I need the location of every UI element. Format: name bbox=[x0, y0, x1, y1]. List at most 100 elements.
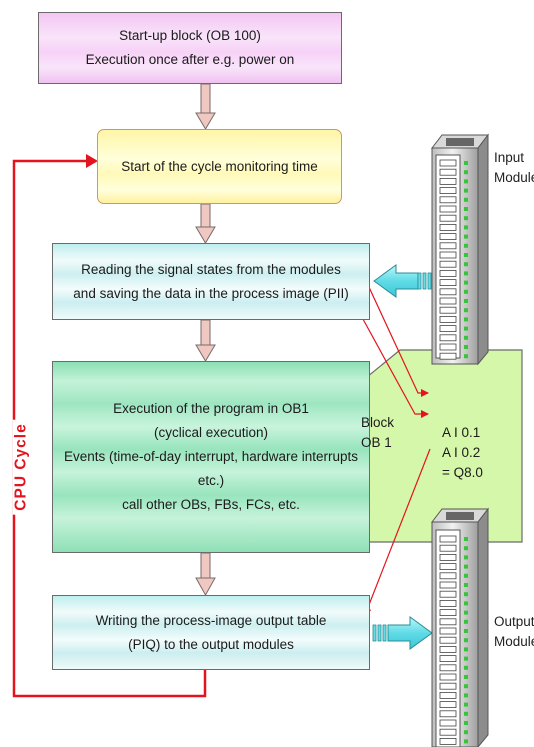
module-led bbox=[464, 207, 468, 211]
module-terminal bbox=[439, 554, 457, 561]
ob1-statement-list: A I 0.1 A I 0.2 = Q8.0 bbox=[442, 423, 483, 483]
output-module-icon bbox=[430, 507, 490, 747]
module-led bbox=[464, 583, 468, 587]
flow-arrow-1 bbox=[195, 83, 216, 130]
module-led bbox=[464, 170, 468, 175]
module-led bbox=[464, 326, 468, 331]
module-terminal bbox=[439, 646, 457, 653]
module-led bbox=[464, 675, 468, 679]
module-terminal bbox=[439, 636, 457, 644]
flow-arrow-2 bbox=[195, 203, 216, 244]
signal-link-input bbox=[357, 284, 429, 418]
module-led bbox=[464, 262, 468, 267]
module-terminal bbox=[439, 728, 457, 736]
module-led bbox=[464, 721, 468, 725]
startup-block-description: Execution once after e.g. power on bbox=[85, 52, 295, 67]
module-terminal bbox=[439, 242, 457, 250]
module-terminal bbox=[439, 260, 457, 268]
module-led bbox=[464, 739, 468, 744]
module-led bbox=[464, 345, 468, 349]
module-led bbox=[464, 546, 468, 551]
module-led bbox=[464, 656, 468, 661]
execute-ob1-block: Execution of the program in OB1 (cyclica… bbox=[52, 361, 370, 553]
module-terminal bbox=[439, 535, 457, 543]
module-terminal bbox=[439, 581, 457, 589]
module-led bbox=[464, 711, 468, 716]
module-led bbox=[464, 555, 468, 560]
module-terminal bbox=[439, 306, 457, 314]
startup-block-title: Start-up block (OB 100) bbox=[119, 28, 261, 43]
module-led bbox=[464, 564, 468, 569]
module-led bbox=[464, 573, 468, 578]
module-terminal bbox=[439, 315, 457, 323]
module-led bbox=[464, 289, 468, 294]
input-transfer-arrow bbox=[373, 264, 432, 298]
module-terminal bbox=[439, 297, 457, 305]
module-led bbox=[464, 684, 468, 689]
module-led bbox=[464, 299, 468, 303]
write-outputs-block: Writing the process-image output table (… bbox=[52, 595, 370, 670]
module-terminal bbox=[439, 205, 457, 213]
module-terminal bbox=[439, 544, 457, 552]
module-led bbox=[464, 253, 468, 257]
module-led bbox=[464, 271, 468, 276]
module-led bbox=[464, 161, 468, 165]
module-terminal bbox=[439, 655, 457, 662]
module-terminal bbox=[439, 563, 457, 570]
module-terminal bbox=[439, 233, 457, 241]
execute-line-3: Events (time-of-day interrupt, hardware … bbox=[63, 449, 359, 488]
module-terminal bbox=[439, 288, 457, 296]
module-led bbox=[464, 280, 468, 285]
module-led bbox=[464, 592, 468, 597]
flow-arrow-3 bbox=[195, 319, 216, 362]
module-terminal bbox=[439, 590, 457, 598]
module-led bbox=[464, 234, 468, 239]
module-terminal bbox=[439, 710, 457, 718]
write-outputs-line-2: (PIQ) to the output modules bbox=[128, 636, 294, 652]
module-led bbox=[464, 179, 468, 184]
execute-line-1: Execution of the program in OB1 bbox=[113, 401, 309, 416]
execute-line-4: call other OBs, FBs, FCs, etc. bbox=[122, 497, 300, 512]
module-led bbox=[464, 610, 468, 615]
module-terminal bbox=[439, 251, 457, 259]
module-terminal bbox=[439, 214, 457, 222]
module-led bbox=[464, 216, 468, 221]
module-terminal bbox=[439, 168, 457, 176]
input-module-icon bbox=[430, 133, 490, 366]
module-terminal bbox=[439, 352, 457, 360]
module-terminal bbox=[439, 618, 457, 626]
module-terminal bbox=[439, 343, 457, 351]
module-led bbox=[464, 601, 468, 606]
ob1-block-title: Block OB 1 bbox=[361, 415, 395, 450]
cpu-cycle-loop bbox=[12, 154, 207, 698]
read-inputs-line-2: and saving the data in the process image… bbox=[73, 285, 349, 301]
ob1-statement: A I 0.1 bbox=[442, 425, 481, 440]
read-inputs-block: Reading the signal states from the modul… bbox=[52, 243, 370, 320]
module-terminal bbox=[439, 223, 457, 231]
module-terminal bbox=[439, 719, 457, 727]
module-terminal bbox=[439, 159, 457, 167]
flow-arrow-4 bbox=[195, 552, 216, 597]
module-terminal bbox=[439, 600, 457, 607]
module-terminal bbox=[439, 187, 457, 195]
module-terminal bbox=[439, 177, 457, 185]
module-terminal bbox=[439, 196, 457, 204]
module-led bbox=[464, 647, 468, 652]
output-module-label: Output Module bbox=[494, 614, 534, 649]
write-outputs-line-1: Writing the process-image output table bbox=[95, 612, 327, 628]
cycle-monitoring-text: Start of the cycle monitoring time bbox=[121, 158, 318, 174]
module-terminal bbox=[439, 572, 457, 580]
module-led bbox=[464, 197, 468, 202]
ob1-statement: = Q8.0 bbox=[442, 465, 483, 480]
module-led bbox=[464, 335, 468, 340]
module-led bbox=[464, 188, 468, 193]
module-terminal bbox=[439, 664, 457, 672]
execute-line-2: (cyclical execution) bbox=[153, 425, 269, 440]
module-led bbox=[464, 702, 468, 707]
module-terminal bbox=[439, 701, 457, 708]
module-led bbox=[464, 537, 468, 541]
signal-link-output bbox=[363, 448, 431, 616]
module-terminal bbox=[439, 325, 457, 333]
module-led bbox=[464, 243, 468, 248]
